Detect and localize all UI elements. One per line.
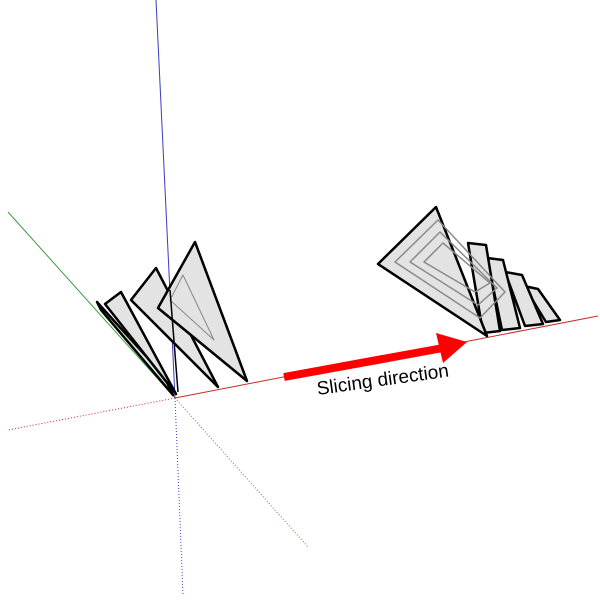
slice-group-right <box>376 205 562 338</box>
slice-left-2 <box>103 290 178 396</box>
slice-right-5 <box>522 284 562 324</box>
blue-axis-dotted <box>174 397 184 596</box>
arrow-right-icon <box>283 333 467 381</box>
arrow-shaft <box>283 344 444 381</box>
slice-left-4-ridge <box>169 289 179 393</box>
contour-middle <box>409 231 498 306</box>
contour-inner <box>423 242 491 293</box>
slice-right-2 <box>466 241 502 335</box>
green-axis-dotted <box>174 397 309 548</box>
slice-left-4 <box>156 240 249 383</box>
slice-right-1-contours <box>394 219 506 319</box>
slice-group-left <box>95 240 249 397</box>
red-axis-dotted <box>7 397 176 431</box>
slice-right-4 <box>503 270 545 328</box>
slice-left-4-inner <box>169 274 215 341</box>
slice-right-1 <box>376 205 489 338</box>
arrow-head <box>436 333 467 363</box>
contour-outer <box>394 219 506 319</box>
green-axis-solid <box>7 211 176 399</box>
